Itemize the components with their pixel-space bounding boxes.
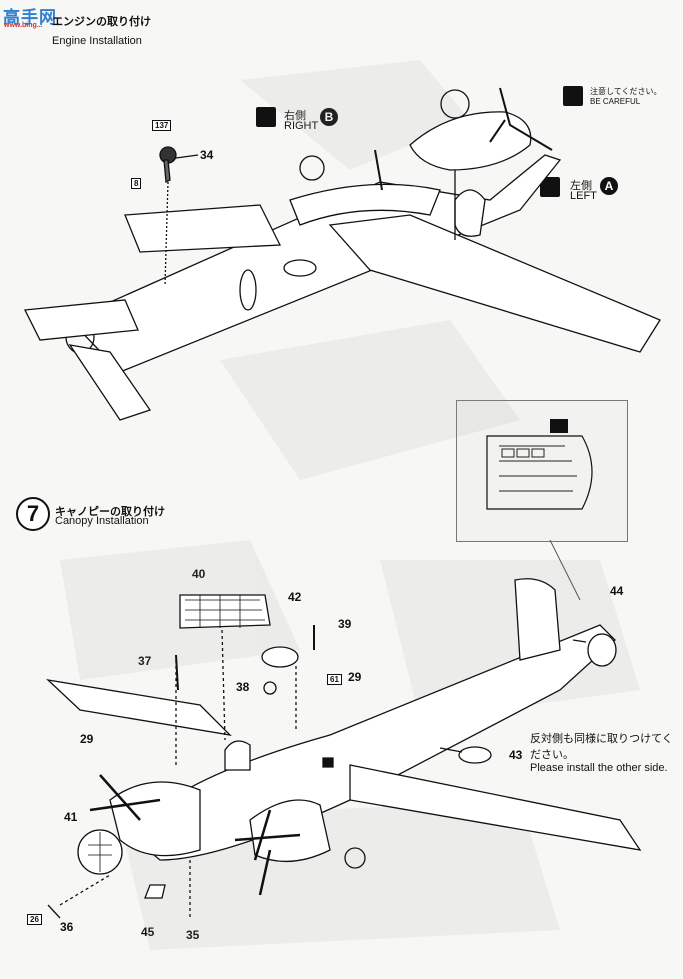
step7-title-jp: キャノピーの取り付け xyxy=(55,506,165,518)
part-39-label: 39 xyxy=(338,617,352,631)
watermark-logo-sub: www.bing... xyxy=(4,22,43,29)
left-callout-icon xyxy=(540,177,560,197)
part-42-label: 42 xyxy=(288,590,302,604)
part-29-label-left: 29 xyxy=(80,732,94,746)
part-45-label: 45 xyxy=(141,925,154,939)
other-side-jp: 反対側も同様に取りつけてください。 xyxy=(530,733,673,761)
part-44-label: 44 xyxy=(610,584,624,598)
part-43-label: 43 xyxy=(509,748,523,762)
part-61-tag: 61 xyxy=(327,674,342,685)
part-36-label: 36 xyxy=(60,920,74,934)
other-side-en: Please install the other side. xyxy=(530,762,668,774)
left-label-en: LEFT xyxy=(570,190,597,202)
part-38-label: 38 xyxy=(236,680,250,694)
watermark-logo: 高手网 www.bing... xyxy=(0,0,80,29)
part-26-tag: 26 xyxy=(27,914,42,925)
part-34-label: 34 xyxy=(200,148,214,162)
watermark-logo-text: 高手网 xyxy=(3,8,57,27)
right-label-jp: 右側 xyxy=(284,107,306,123)
caution-jp: 注意してください。 xyxy=(590,87,662,96)
left-label-jp: 左側 xyxy=(570,180,592,192)
step7-number: 7 xyxy=(16,497,50,531)
step6-aircraft xyxy=(23,87,661,421)
step6-title-en: Engine Installation xyxy=(52,35,142,47)
part-40-label: 40 xyxy=(192,567,205,581)
step7-title-en: Canopy Installation xyxy=(55,515,149,527)
caution-en: BE CAREFUL xyxy=(590,97,641,106)
part-41-label: 41 xyxy=(64,810,78,824)
right-badge: B xyxy=(320,108,338,126)
step6-title-jp: エンジンの取り付け xyxy=(52,16,151,28)
caution-icon xyxy=(563,86,583,106)
part-8-tag: 8 xyxy=(131,178,142,189)
left-badge: A xyxy=(600,177,618,195)
part-137-tag: 137 xyxy=(152,120,172,131)
canopy-detail-inset xyxy=(456,400,628,542)
right-callout-icon xyxy=(256,107,276,127)
part-35-label: 35 xyxy=(186,928,199,942)
step7-aircraft xyxy=(45,539,642,920)
part-37-label: 37 xyxy=(138,654,151,668)
right-label-en: RIGHT xyxy=(284,120,318,132)
part-29-label-right: 29 xyxy=(348,670,362,684)
